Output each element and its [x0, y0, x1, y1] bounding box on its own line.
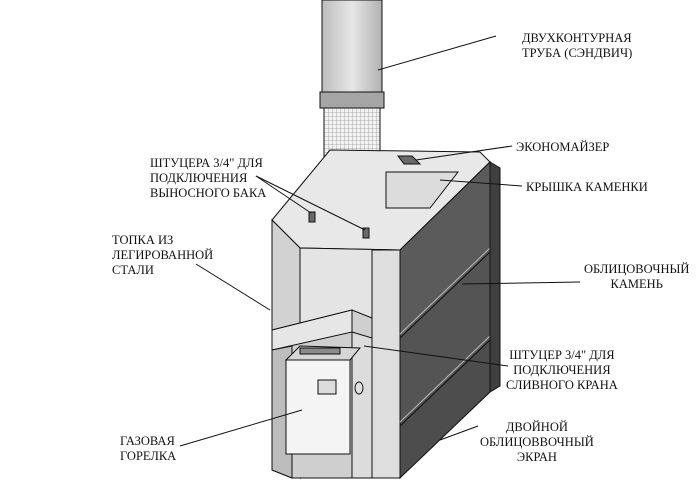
label-drain-fitting: ШТУЦЕР 3/4" ДЛЯ ПОДКЛЮЧЕНИЯ СЛИВНОГО КРА… [506, 348, 618, 393]
label-stove-lid: КРЫШКА КАМЕНКИ [526, 180, 648, 195]
gas-burner [284, 345, 362, 455]
label-chimney-line2: ТРУБА (СЭНДВИЧ) [522, 46, 633, 60]
label-tank-fittings-line1: ШТУЦЕРА 3/4" ДЛЯ [150, 156, 263, 170]
facing-stone-panels [399, 160, 501, 480]
label-gas-burner-line2: ГОРЕЛКА [120, 449, 177, 463]
stove-lid [385, 171, 460, 209]
label-facing-stone-line2: КАМЕНЬ [610, 277, 663, 291]
label-facing-stone: ОБЛИЦОВОЧНЫЙ КАМЕНЬ [584, 262, 689, 292]
label-gas-burner: ГАЗОВАЯ ГОРЕЛКА [120, 434, 176, 464]
label-firebox: ТОПКА ИЗ ЛЕГИРОВАННОЙ СТАЛИ [112, 233, 213, 278]
label-economizer-line1: ЭКОНОМАЙЗЕР [516, 140, 610, 154]
drain-fitting [354, 381, 364, 395]
label-chimney-line1: ДВУХКОНТУРНАЯ [522, 31, 632, 45]
label-drain-fitting-line2: ПОДКЛЮЧЕНИЯ [513, 363, 611, 377]
label-tank-fittings-line2: ПОДКЛЮЧЕНИЯ [150, 171, 248, 185]
label-economizer: ЭКОНОМАЙЗЕР [516, 140, 609, 155]
label-gas-burner-line1: ГАЗОВАЯ [120, 434, 175, 448]
label-double-screen-line1: ДВОЙНОЙ [505, 420, 568, 434]
label-firebox-line3: СТАЛИ [112, 263, 154, 277]
label-facing-stone-line1: ОБЛИЦОВОЧНЫЙ [584, 262, 690, 276]
label-double-screen: ДВОЙНОЙ ОБЛИЦОВВОЧНЫЙ ЭКРАН [480, 420, 594, 465]
label-tank-fittings: ШТУЦЕРА 3/4" ДЛЯ ПОДКЛЮЧЕНИЯ ВЫНОСНОГО Б… [150, 156, 266, 201]
label-double-screen-line3: ЭКРАН [516, 450, 557, 464]
label-drain-fitting-line3: СЛИВНОГО КРАНА [506, 378, 618, 392]
label-tank-fittings-line3: ВЫНОСНОГО БАКА [150, 186, 267, 200]
label-firebox-line2: ЛЕГИРОВАННОЙ [112, 248, 214, 262]
economizer [397, 155, 422, 165]
label-double-screen-line2: ОБЛИЦОВВОЧНЫЙ [480, 435, 594, 449]
label-firebox-line1: ТОПКА ИЗ [112, 233, 174, 247]
label-stove-lid-line1: КРЫШКА КАМЕНКИ [526, 180, 648, 194]
leader-lines [179, 35, 581, 447]
label-chimney: ДВУХКОНТУРНАЯ ТРУБА (СЭНДВИЧ) [522, 31, 632, 61]
tank-fittings [308, 211, 370, 239]
label-drain-fitting-line1: ШТУЦЕР 3/4" ДЛЯ [509, 348, 615, 362]
